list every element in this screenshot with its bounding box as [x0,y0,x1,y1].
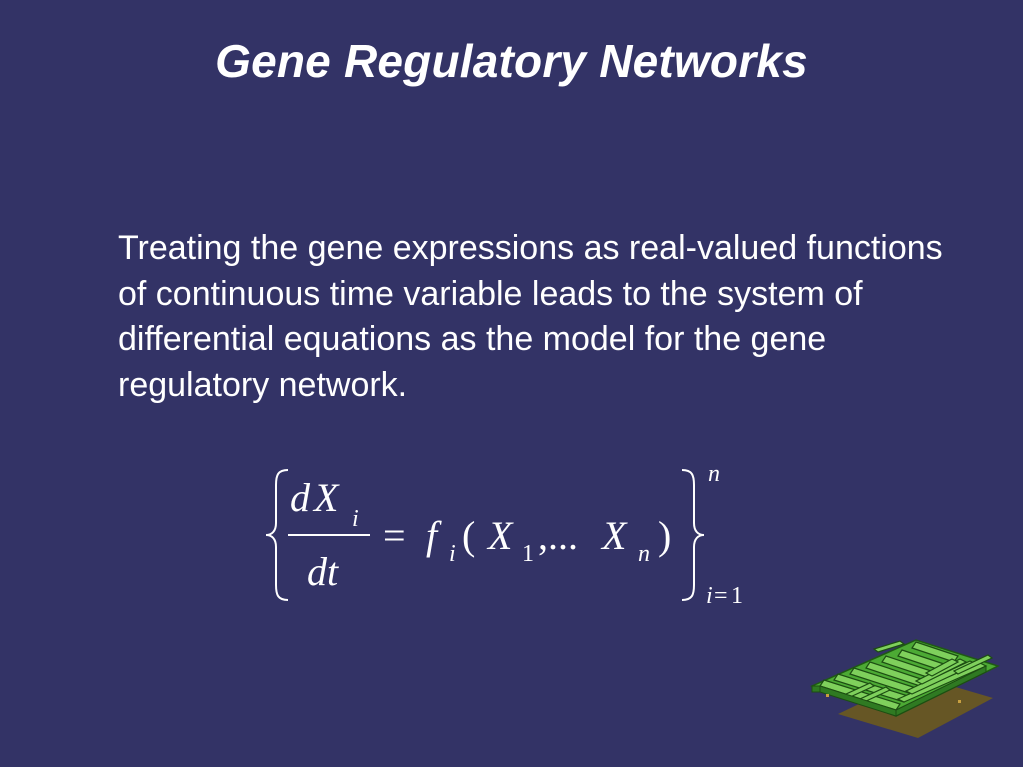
left-brace [265,469,289,601]
lower-index-value: 1 [731,583,743,609]
numerator-subscript: i [352,506,359,532]
x1-subscript: 1 [522,541,534,567]
numerator-x: X [312,475,340,520]
xn-variable: X [600,513,628,558]
green-maze-icon [808,636,1003,746]
upper-index: n [708,461,720,487]
x1-variable: X [486,513,514,558]
lower-index-var: i [706,583,713,609]
right-brace [681,469,705,601]
differential-equation: d X i dt = f i ( X 1 ,... X n ) n i [250,455,770,615]
ellipsis: ,... [538,513,578,558]
function-subscript: i [449,541,456,567]
close-paren: ) [658,513,671,558]
maze-svg [809,639,1001,738]
equals-sign: = [383,513,406,558]
function-f: f [426,513,442,558]
xn-subscript: n [638,541,650,567]
equation-svg: d X i dt = f i ( X 1 ,... X n ) n i [265,461,743,609]
numerator-d: d [290,475,311,520]
lower-index-equals: = [714,583,728,609]
slide-body-text: Treating the gene expressions as real-va… [118,229,943,404]
denominator: dt [307,549,339,594]
open-paren: ( [462,513,475,558]
slide-title: Gene Regulatory Networks [215,35,808,87]
